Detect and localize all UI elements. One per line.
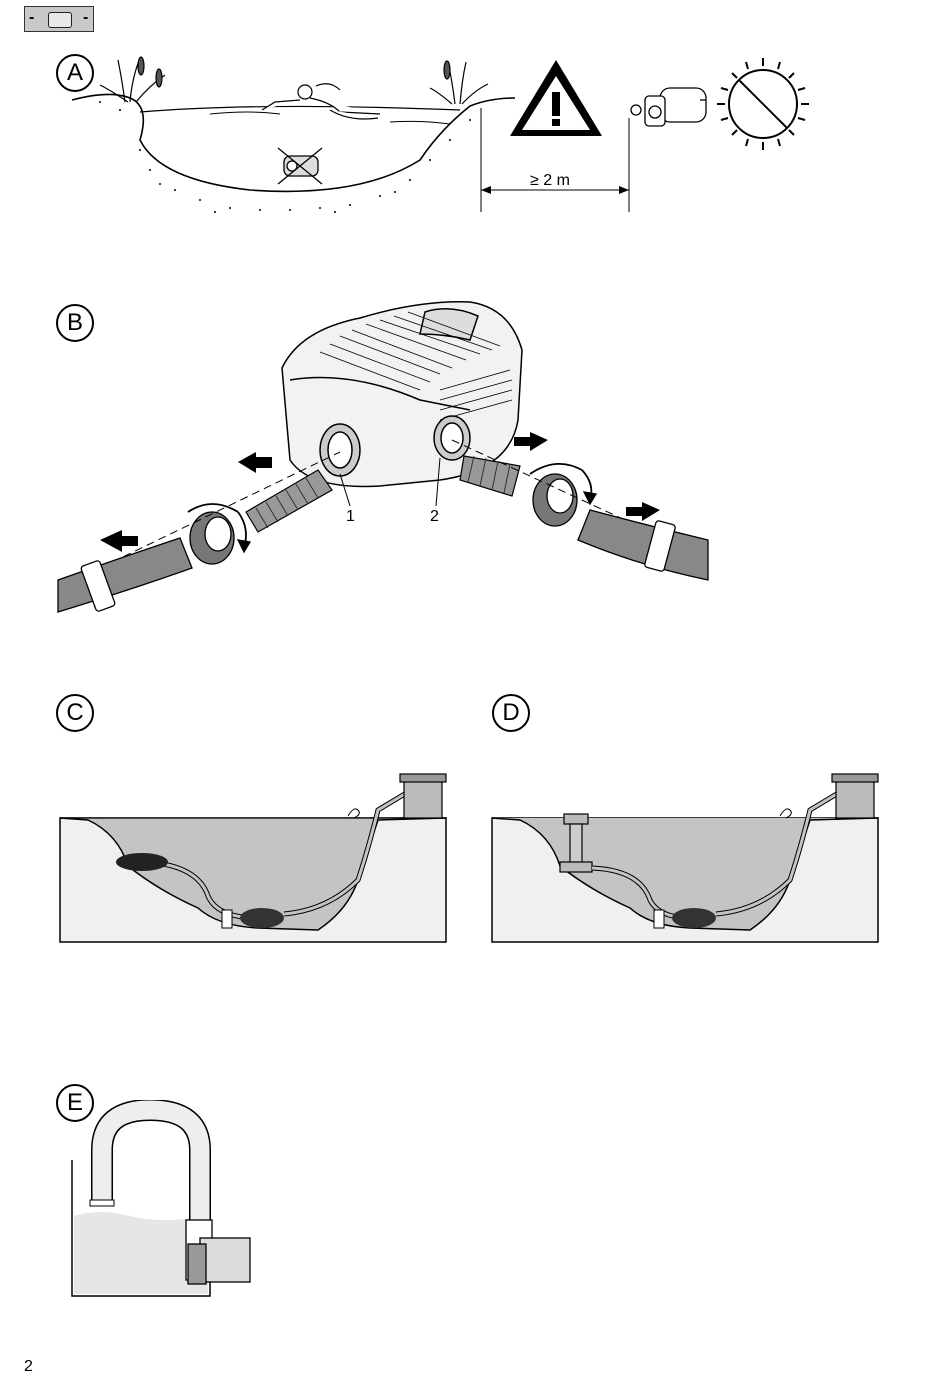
pump-in-pond-c (222, 908, 284, 928)
filter-box-c (400, 774, 446, 818)
section-e-illustration (60, 1100, 260, 1300)
section-d-label: D (492, 694, 530, 732)
hose-left (58, 538, 192, 612)
reeds-right (430, 61, 488, 104)
pump-outside-e (186, 1220, 250, 1284)
port-2-label: 2 (430, 508, 439, 526)
reeds-left (100, 57, 165, 102)
header-badge: - - (24, 6, 94, 32)
filter-box-d (832, 774, 878, 818)
section-b-illustration (0, 290, 950, 630)
pump-icon (631, 88, 706, 126)
warning-triangle-icon (510, 60, 602, 136)
no-sun-icon (717, 58, 809, 150)
section-c-illustration (58, 770, 450, 946)
pump-in-pond-d (654, 908, 716, 928)
section-a-illustration (0, 40, 950, 230)
hose-tail-right (460, 456, 520, 496)
display-icon (48, 12, 72, 28)
distance-label: ≥ 2 m (530, 172, 570, 190)
page-number: 2 (24, 1358, 33, 1376)
hose-right (578, 510, 708, 580)
section-c-label: C (56, 694, 94, 732)
section-d-illustration (490, 770, 882, 946)
union-nut-right (530, 464, 596, 526)
union-nut-left (188, 504, 250, 564)
skimmer-float (116, 853, 168, 871)
port-1-label: 1 (346, 508, 355, 526)
hose-tail-left (246, 470, 332, 532)
minus-left: - (29, 9, 34, 27)
minus-right: - (83, 9, 88, 27)
crossed-pump-icon (278, 148, 322, 184)
